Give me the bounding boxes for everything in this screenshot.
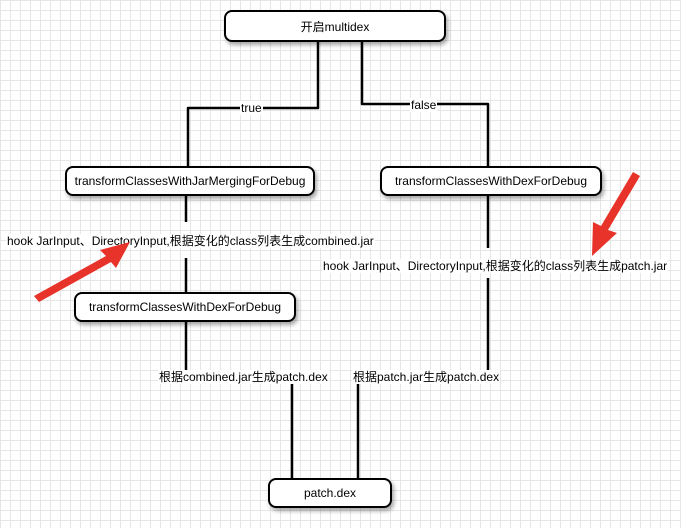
node-dex-right: transformClassesWithDexForDebug: [380, 166, 602, 196]
node-patch-dex: patch.dex: [268, 478, 392, 508]
annotation-right-hook: hook JarInput、DirectoryInput,根据变化的class列…: [322, 259, 669, 273]
node-dex-left: transformClassesWithDexForDebug: [74, 292, 296, 322]
annotation-left-gen: 根据combined.jar生成patch.dex: [158, 370, 329, 384]
annotation-right-gen: 根据patch.jar生成patch.dex: [352, 370, 501, 384]
edge-label-true: true: [240, 101, 263, 115]
node-enable-multidex: 开启multidex: [224, 10, 446, 42]
annotation-left-hook: hook JarInput、DirectoryInput,根据变化的class列…: [6, 234, 375, 248]
edge-label-false: false: [410, 98, 438, 112]
node-jar-merging: transformClassesWithJarMergingForDebug: [65, 166, 315, 196]
red-arrow-left-icon: [34, 242, 130, 302]
red-arrow-right-icon: [592, 172, 640, 256]
